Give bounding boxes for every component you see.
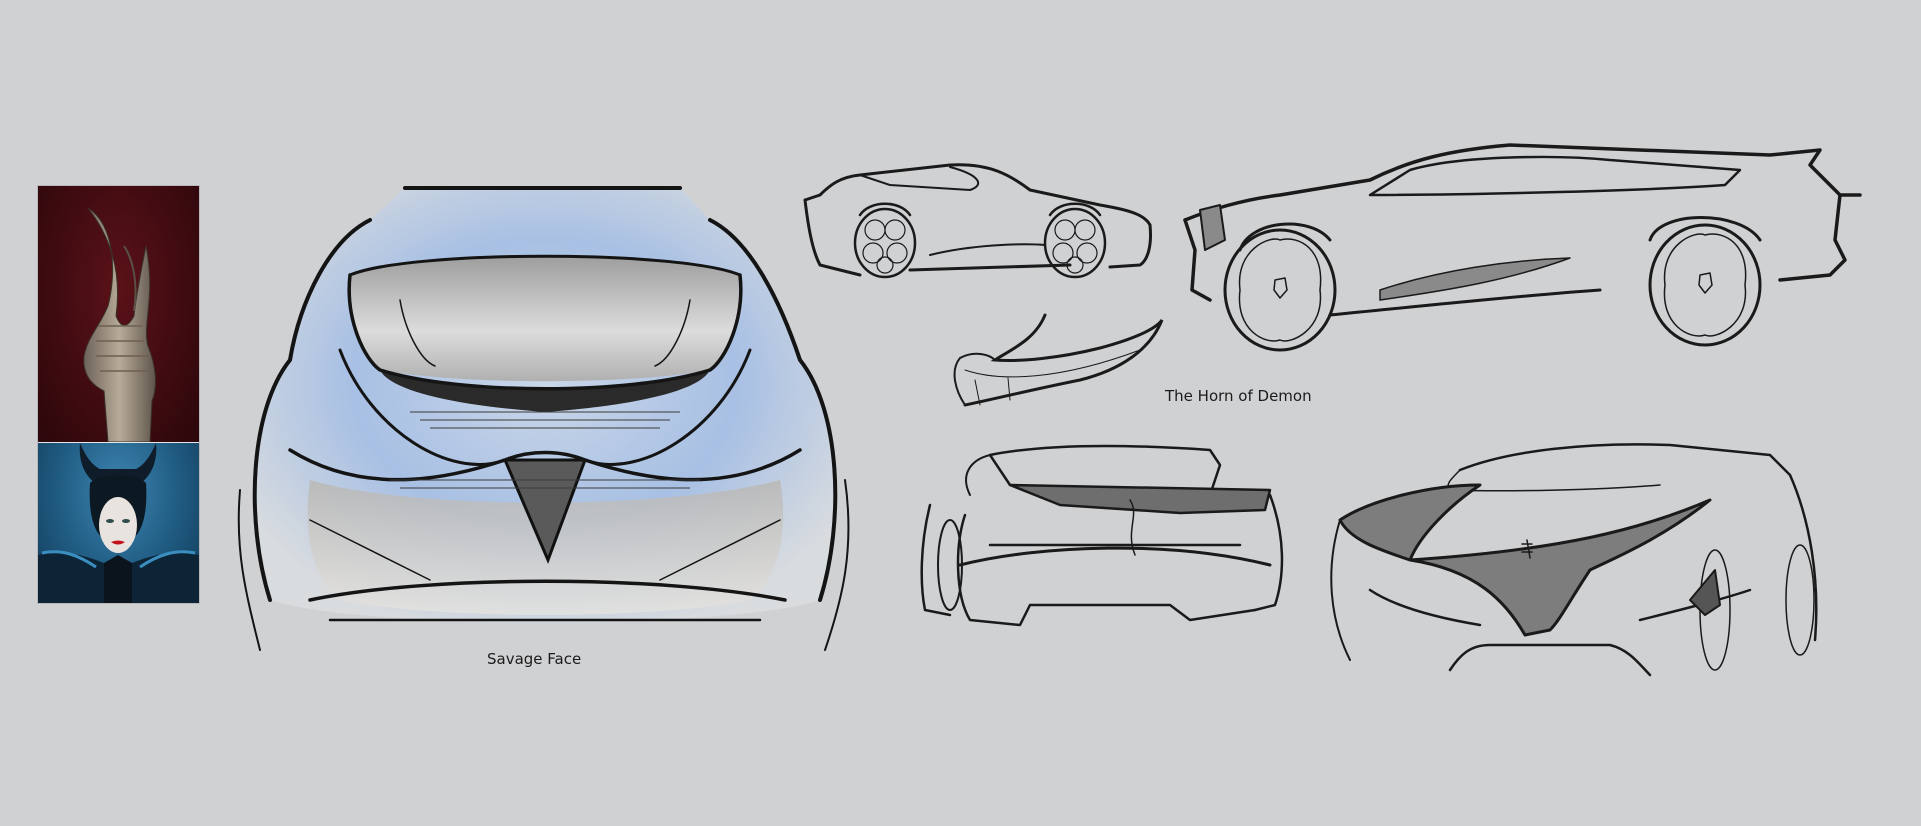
demon-horn-sculpture-image: [38, 186, 199, 442]
savage-face-caption: Savage Face: [487, 650, 582, 668]
large-side-view-sketch: [1183, 143, 1862, 352]
savage-face-front-view-sketch: [237, 186, 850, 651]
maleficent-portrait-image: [38, 443, 199, 603]
maleficent-graphic: [38, 443, 199, 603]
reference-photo-panel: [37, 185, 200, 604]
horn-of-demon-detail-sketch: [953, 313, 1164, 407]
horn-of-demon-caption: The Horn of Demon: [1165, 387, 1312, 405]
front-three-quarter-view-sketch: [1330, 443, 1818, 677]
small-side-view-sketch: [803, 163, 1152, 279]
rear-view-sketch: [920, 444, 1284, 627]
horn-sculpture-graphic: [83, 207, 156, 442]
